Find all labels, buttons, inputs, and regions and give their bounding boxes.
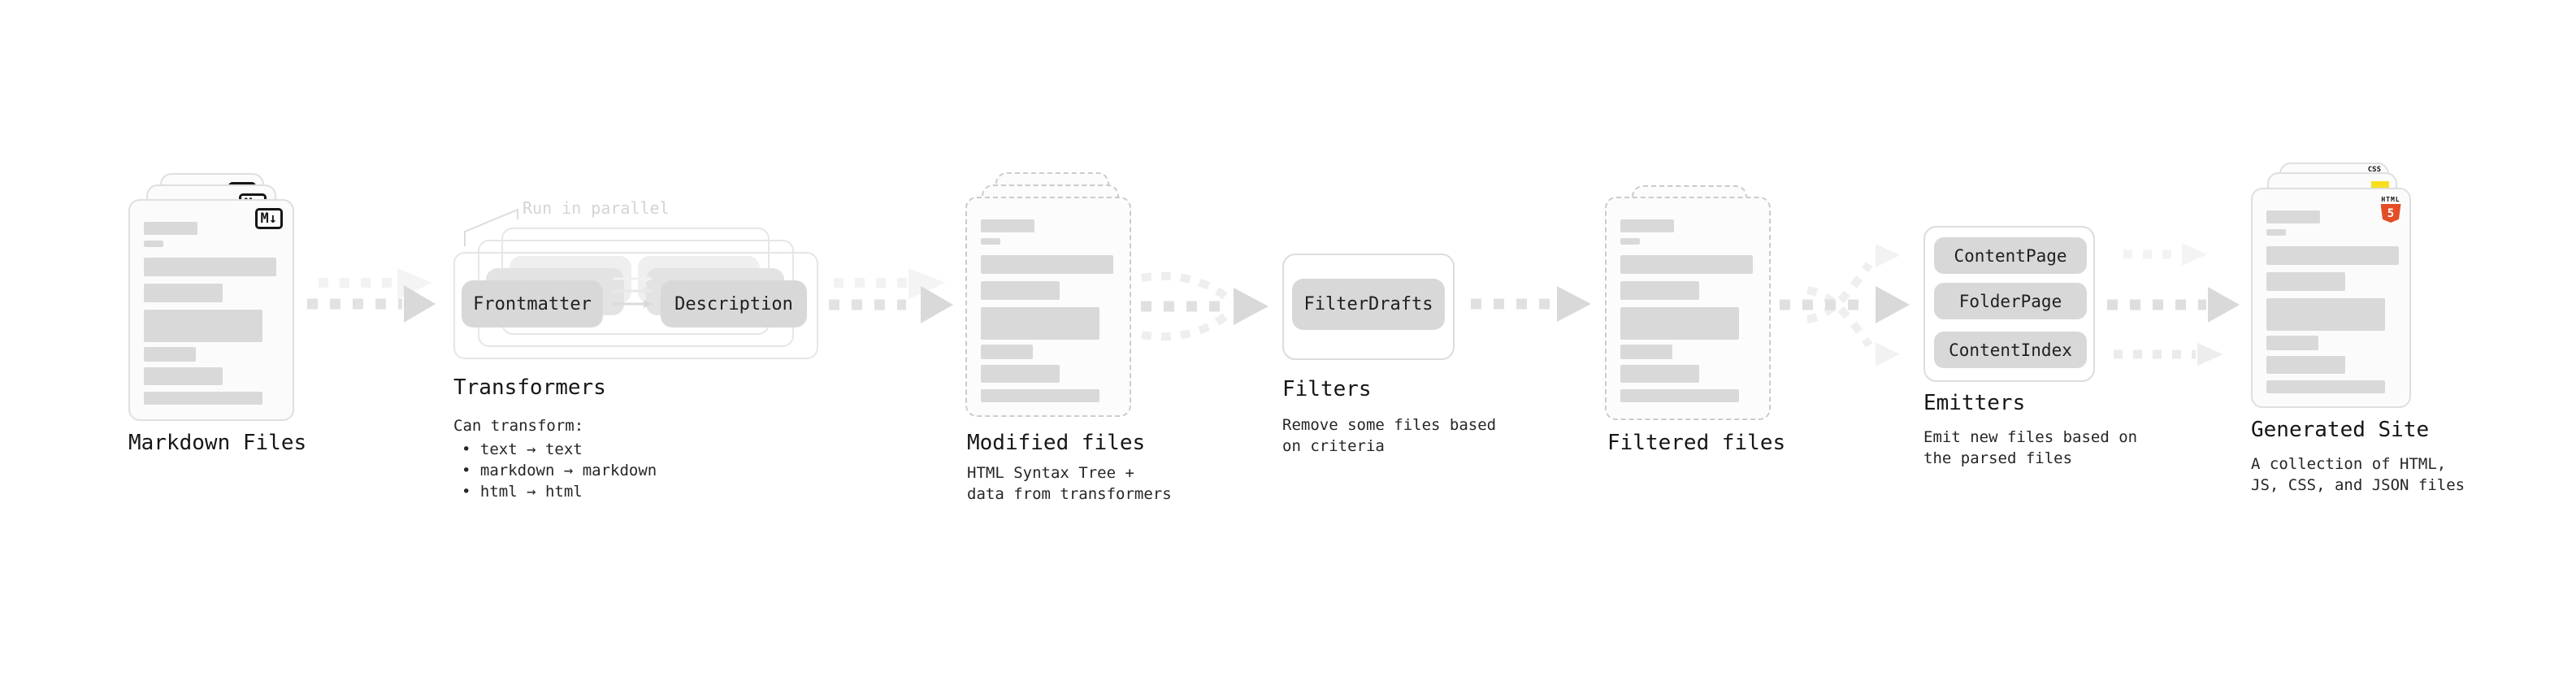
- transformers-bullet: • html → html: [462, 483, 583, 501]
- content-index-pill: ContentIndex: [1934, 332, 2087, 368]
- modified-desc-line2: data from transformers: [967, 485, 1172, 503]
- arrow-markdown-to-transformers: [307, 268, 436, 323]
- stage-title-transformers: Transformers: [453, 375, 606, 400]
- description-pill: Description: [661, 280, 807, 327]
- document-text-placeholder: [1607, 198, 1769, 402]
- run-in-parallel-label: Run in parallel: [523, 198, 670, 218]
- stage-title-generated-site: Generated Site: [2251, 418, 2430, 442]
- generated-file-card-html: HTML 5: [2251, 188, 2411, 408]
- stage-title-filtered-files: Filtered files: [1607, 431, 1786, 455]
- parallel-arrows-icon: [613, 275, 653, 308]
- document-text-placeholder: [130, 201, 293, 405]
- emitters-desc-line2: the parsed files: [1923, 449, 2073, 467]
- stage-filtered-files: Filtered files: [1605, 185, 1849, 478]
- js-icon: [2371, 181, 2389, 189]
- html5-icon: HTML 5: [2380, 196, 2401, 223]
- stage-emitters: ContentPage FolderPage ContentIndex Emit…: [1923, 226, 2159, 486]
- stage-title-emitters: Emitters: [1923, 391, 2026, 415]
- filters-desc-line1: Remove some files based: [1282, 416, 1497, 434]
- markdown-file-card-front: M↓: [128, 199, 294, 421]
- stage-filters: FilterDrafts Filters Remove some files b…: [1282, 254, 1510, 481]
- annotation-leader-line: [464, 208, 518, 246]
- modified-desc-line1: HTML Syntax Tree +: [967, 464, 1134, 482]
- arrow-transformers-to-modified: [829, 268, 953, 323]
- html5-icon-word: HTML: [2381, 196, 2400, 203]
- html5-icon-shield: 5: [2380, 204, 2401, 223]
- arrows-emitters-to-generated: [2107, 243, 2240, 366]
- stage-title-markdown-files: Markdown Files: [128, 431, 307, 455]
- stage-modified-files: Modified files HTML Syntax Tree + data f…: [965, 160, 1209, 518]
- markdown-icon: M↓: [254, 208, 283, 229]
- folder-page-pill: FolderPage: [1934, 283, 2087, 319]
- stage-generated-site: CSS HTML 5 Generated Site A collection o…: [2251, 161, 2503, 510]
- transformer-run-card-front: [453, 252, 818, 359]
- frontmatter-pill: Frontmatter: [462, 280, 603, 327]
- filters-desc-line2: on criteria: [1282, 437, 1385, 455]
- filter-drafts-pill: FilterDrafts: [1292, 279, 1445, 330]
- content-page-pill: ContentPage: [1934, 237, 2087, 274]
- arrow-filters-to-filtered: [1471, 286, 1591, 322]
- transformers-bullet: • markdown → markdown: [462, 462, 657, 479]
- document-text-placeholder: [967, 198, 1130, 402]
- stage-title-filters: Filters: [1282, 377, 1372, 401]
- arrow-filtered-to-emitters: [1780, 244, 1910, 367]
- modified-file-card-front: [965, 197, 1131, 417]
- filtered-file-card-front: [1605, 197, 1771, 420]
- arrow-modified-to-filters: [1141, 271, 1268, 341]
- stage-title-modified-files: Modified files: [967, 431, 1146, 455]
- document-text-placeholder: [2253, 189, 2409, 393]
- generated-desc-line1: A collection of HTML,: [2251, 455, 2447, 473]
- generated-desc-line2: JS, CSS, and JSON files: [2251, 476, 2465, 494]
- transformers-desc-heading: Can transform:: [453, 417, 584, 435]
- transformers-bullet: • text → text: [462, 440, 583, 458]
- stage-markdown-files: M↓ M↓ M↓ Markdown Files: [128, 173, 340, 466]
- stage-transformers: Run in parallel Frontmatter Description …: [453, 195, 835, 520]
- emitters-desc-line1: Emit new files based on: [1923, 428, 2138, 446]
